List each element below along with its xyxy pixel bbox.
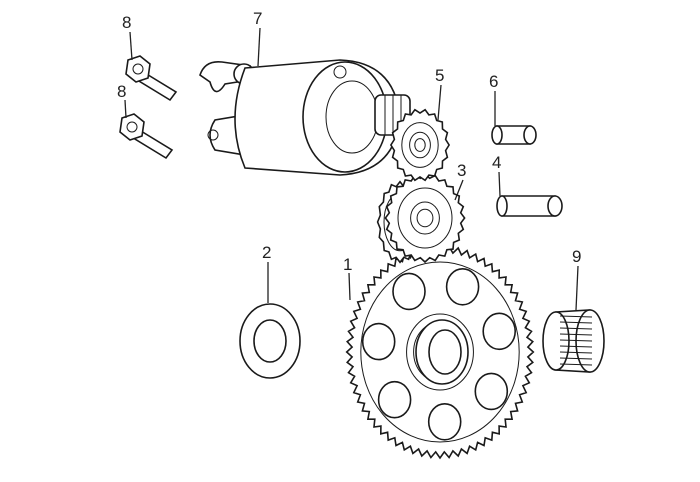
washer xyxy=(239,303,301,379)
gear-window xyxy=(361,322,396,361)
callout-8-lower: 8 xyxy=(117,82,126,101)
callouts: 8 8 7 5 6 4 3 2 1 9 xyxy=(117,9,581,311)
callout-1: 1 xyxy=(343,255,352,274)
gear-small xyxy=(389,108,451,182)
gear-window xyxy=(482,312,517,351)
pin-short xyxy=(491,125,537,145)
gear-large xyxy=(345,244,535,460)
gear-idle xyxy=(384,172,466,264)
callout-3: 3 xyxy=(457,161,466,180)
pin-long xyxy=(496,195,563,217)
callout-2: 2 xyxy=(262,243,271,262)
callout-4: 4 xyxy=(492,153,501,172)
bolt-upper xyxy=(125,55,178,102)
starter-motor xyxy=(199,59,411,176)
callout-9: 9 xyxy=(572,247,581,266)
callout-5: 5 xyxy=(435,66,444,85)
callout-6: 6 xyxy=(489,72,498,91)
gear-window xyxy=(392,272,426,311)
gear-window xyxy=(445,267,480,306)
bolt-lower xyxy=(119,113,174,160)
callout-7: 7 xyxy=(253,9,262,28)
gear-window xyxy=(427,402,462,441)
gear-window xyxy=(377,380,412,419)
needle-bearing xyxy=(542,309,605,373)
callout-8-upper: 8 xyxy=(122,13,131,32)
gear-window xyxy=(474,372,509,411)
